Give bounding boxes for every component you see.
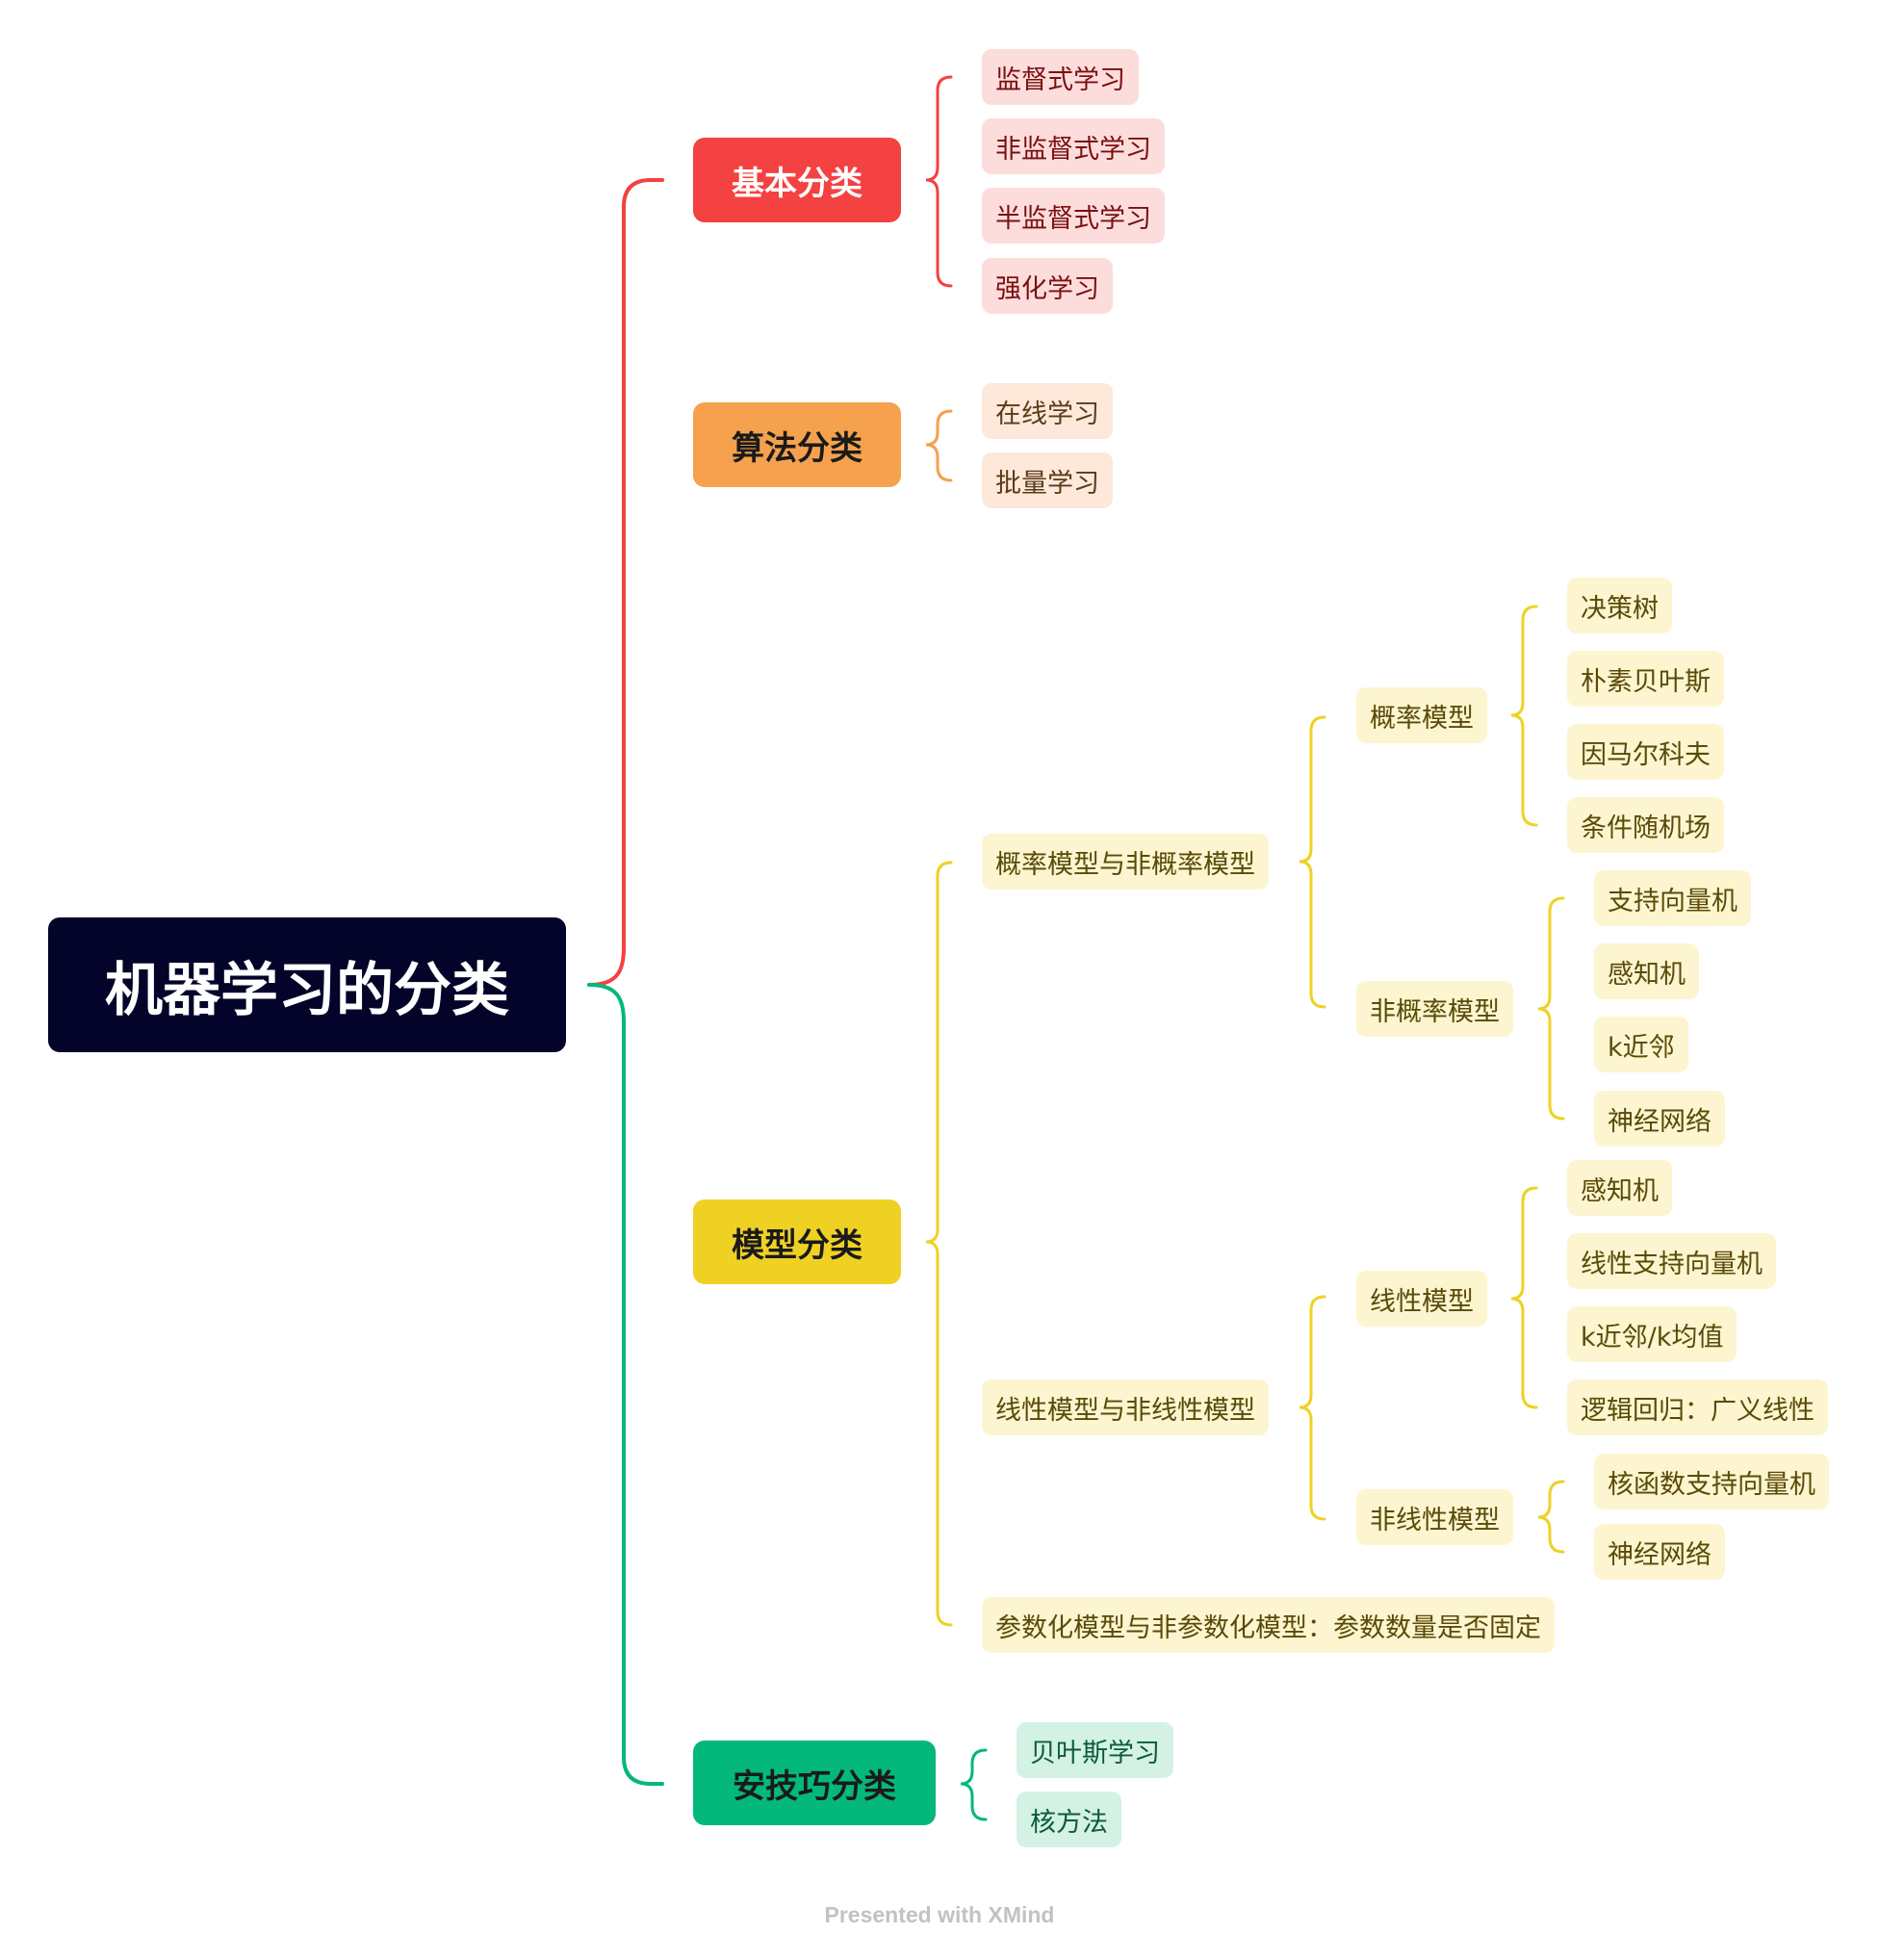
connector-root-technique xyxy=(587,983,664,1786)
prob-leaf-crf[interactable]: 条件随机场 xyxy=(1567,797,1724,853)
nonlinear-model[interactable]: 非线性模型 xyxy=(1356,1489,1513,1545)
basic-item-supervised[interactable]: 监督式学习 xyxy=(982,49,1139,105)
brace-algorithm xyxy=(925,409,953,482)
technique-item-kernel[interactable]: 核方法 xyxy=(1017,1792,1121,1847)
nonprob-leaf-neural-net[interactable]: 神经网络 xyxy=(1594,1091,1725,1147)
linear-leaf-perceptron[interactable]: 感知机 xyxy=(1567,1160,1672,1216)
prob-leaf-markov[interactable]: 因马尔科夫 xyxy=(1567,724,1724,780)
brace-prob xyxy=(1510,605,1538,827)
technique-item-bayes[interactable]: 贝叶斯学习 xyxy=(1017,1722,1173,1778)
nonlinear-leaf-kernel-svm[interactable]: 核函数支持向量机 xyxy=(1594,1454,1829,1509)
basic-item-unsupervised[interactable]: 非监督式学习 xyxy=(982,118,1165,174)
basic-item-reinforcement[interactable]: 强化学习 xyxy=(982,258,1113,314)
nonprob-leaf-perceptron[interactable]: 感知机 xyxy=(1594,943,1699,999)
model-prob-group[interactable]: 概率模型与非概率模型 xyxy=(982,834,1269,890)
branch-technique[interactable]: 安技巧分类 xyxy=(693,1741,936,1825)
brace-basic xyxy=(925,75,953,288)
prob-leaf-naive-bayes[interactable]: 朴素贝叶斯 xyxy=(1567,651,1724,707)
algorithm-item-online[interactable]: 在线学习 xyxy=(982,383,1113,439)
branch-model[interactable]: 模型分类 xyxy=(693,1199,901,1284)
branch-basic[interactable]: 基本分类 xyxy=(693,138,901,222)
linear-leaf-linear-svm[interactable]: 线性支持向量机 xyxy=(1567,1233,1776,1289)
linear-leaf-logistic[interactable]: 逻辑回归：广义线性 xyxy=(1567,1380,1828,1435)
nonprob-model[interactable]: 非概率模型 xyxy=(1356,981,1513,1037)
brace-nonprob xyxy=(1537,896,1565,1121)
prob-model[interactable]: 概率模型 xyxy=(1356,687,1487,743)
brace-model xyxy=(925,861,953,1627)
nonprob-leaf-knn[interactable]: k近邻 xyxy=(1594,1017,1688,1072)
brace-linear-group xyxy=(1299,1295,1326,1521)
brace-technique xyxy=(960,1748,988,1821)
connector-root-basic xyxy=(587,178,664,987)
basic-item-semisupervised[interactable]: 半监督式学习 xyxy=(982,188,1165,244)
linear-model[interactable]: 线性模型 xyxy=(1356,1271,1487,1327)
root-topic[interactable]: 机器学习的分类 xyxy=(48,917,566,1052)
prob-leaf-decision-tree[interactable]: 决策树 xyxy=(1567,578,1672,633)
linear-leaf-knn-kmeans[interactable]: k近邻/k均值 xyxy=(1567,1306,1737,1362)
brace-prob-group xyxy=(1299,715,1326,1009)
algorithm-item-batch[interactable]: 批量学习 xyxy=(982,452,1113,508)
nonprob-leaf-svm[interactable]: 支持向量机 xyxy=(1594,870,1751,926)
model-linear-group[interactable]: 线性模型与非线性模型 xyxy=(982,1380,1269,1435)
nonlinear-leaf-neural-net[interactable]: 神经网络 xyxy=(1594,1524,1725,1580)
brace-nonlinear xyxy=(1537,1480,1565,1554)
model-param-group[interactable]: 参数化模型与非参数化模型：参数数量是否固定 xyxy=(982,1597,1555,1653)
watermark: Presented with XMind xyxy=(824,1902,1055,1927)
brace-linear xyxy=(1510,1186,1538,1409)
branch-algorithm[interactable]: 算法分类 xyxy=(693,402,901,487)
